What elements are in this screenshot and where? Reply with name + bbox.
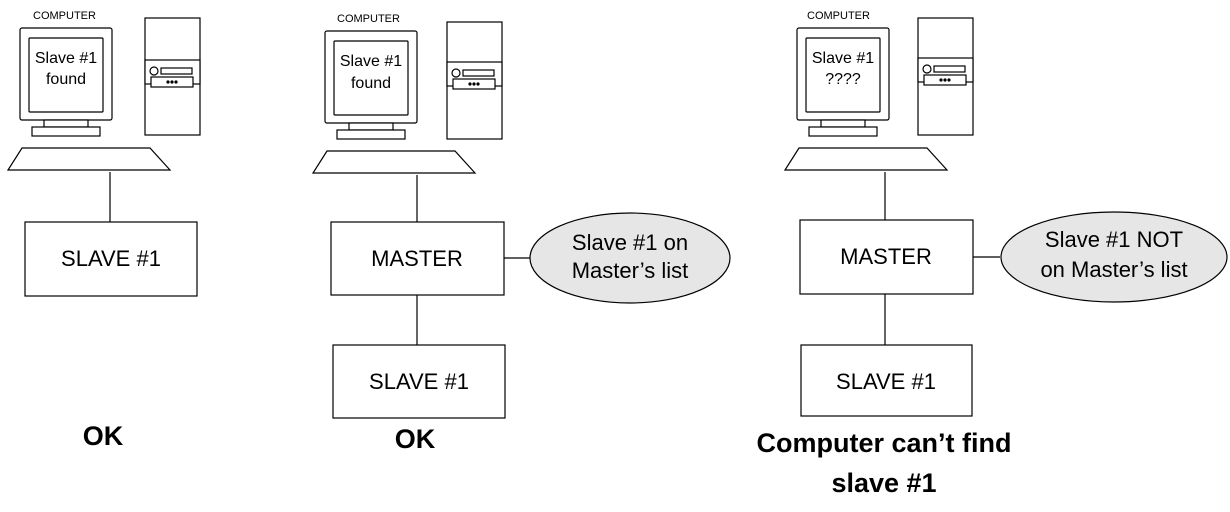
result-label: OK: [83, 421, 124, 451]
computer-icon: [783, 17, 974, 171]
computer-label: COMPUTER: [33, 10, 96, 22]
master-list-note: [529, 212, 731, 304]
screen-text-line2: found: [351, 75, 391, 92]
slave-label: SLAVE #1: [61, 246, 161, 271]
slave-label: SLAVE #1: [836, 369, 936, 394]
computer-icon: [311, 21, 503, 174]
screen-text-line1: Slave #1: [812, 50, 874, 67]
note-text-line2: on Master’s list: [1040, 257, 1187, 282]
result-label-line2: slave #1: [831, 468, 936, 498]
panel-2: COMPUTER Slave #1 found MASTER Slave #1 …: [311, 13, 731, 454]
slave-box: [800, 344, 973, 417]
screen-text-line1: Slave #1: [35, 50, 97, 67]
computer-label: COMPUTER: [807, 10, 870, 22]
master-box: [330, 221, 505, 296]
master-label: MASTER: [840, 244, 932, 269]
master-label: MASTER: [371, 246, 463, 271]
note-text-line1: Slave #1 on: [572, 230, 688, 255]
note-text-line2: Master’s list: [572, 258, 689, 283]
computer-icon: [6, 17, 201, 171]
screen-text-line1: Slave #1: [340, 53, 402, 70]
screen-text-line2: found: [46, 71, 86, 88]
note-text-line1: Slave #1 NOT: [1045, 227, 1183, 252]
computer-label: COMPUTER: [337, 13, 400, 25]
slave-box: [24, 221, 198, 297]
master-box: [799, 219, 974, 295]
result-label-line1: Computer can’t find: [757, 428, 1012, 458]
slave-box: [332, 344, 506, 419]
master-list-note: [1000, 211, 1228, 303]
screen-text-line2: ????: [825, 71, 861, 88]
slave-label: SLAVE #1: [369, 369, 469, 394]
panel-3: COMPUTER Slave #1 ???? MASTER Slave #1 N…: [757, 10, 1228, 498]
result-label: OK: [395, 424, 436, 454]
panel-1: COMPUTER Slave #1 found SLAVE #1 OK: [6, 10, 201, 451]
